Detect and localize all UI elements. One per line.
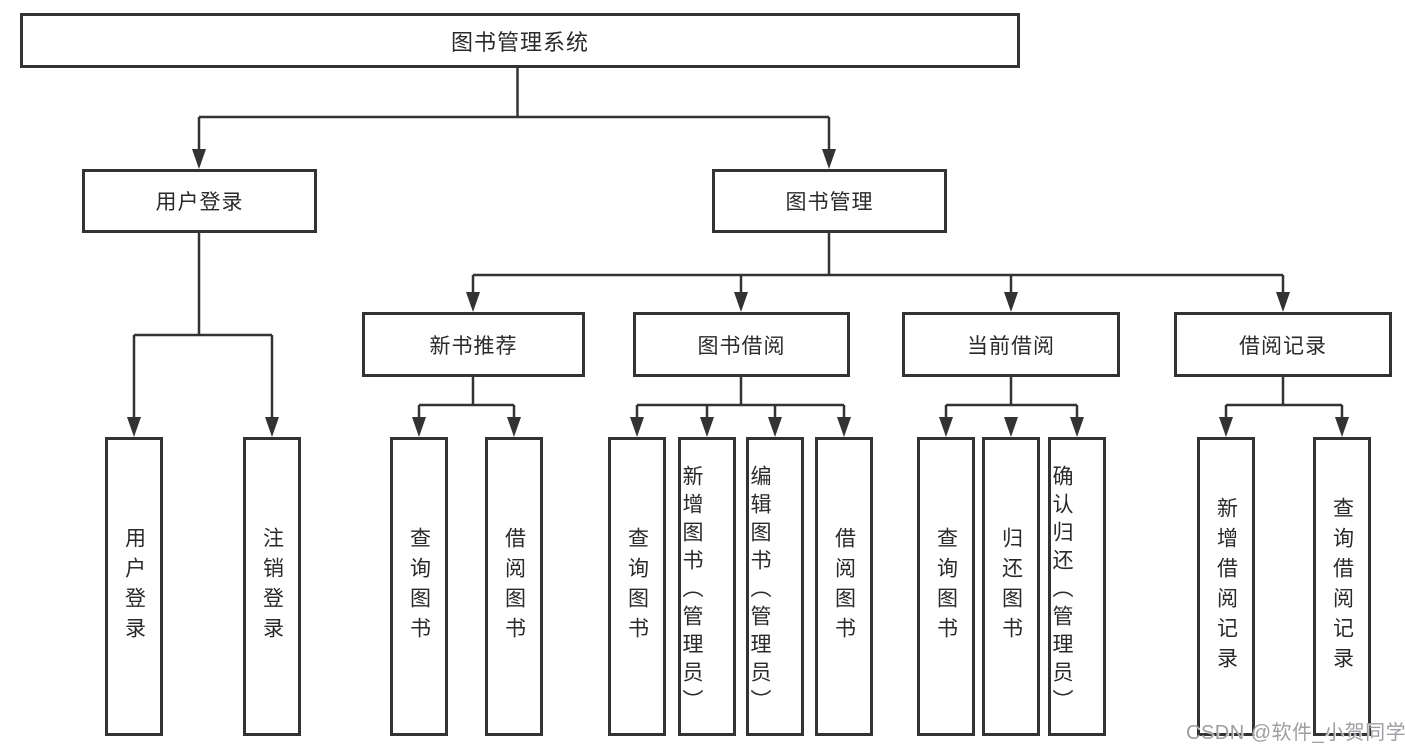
leaf-add-book-admin: 新增图书（管理员）	[678, 437, 736, 736]
node-borrow-records-label: 借阅记录	[1239, 334, 1327, 358]
node-book-borrow: 图书借阅	[633, 312, 850, 377]
node-book-borrow-label: 图书借阅	[697, 334, 786, 358]
leaf-edit-book-admin: 编辑图书（管理员）	[746, 437, 804, 736]
leaf-user-login: 用户登录	[105, 437, 163, 736]
csdn-watermark: CSDN @软件_小贺同学	[1186, 722, 1405, 744]
node-user-login-label: 用户登录	[155, 191, 244, 214]
node-new-book-recommend-label: 新书推荐	[429, 334, 518, 358]
node-book-management: 图书管理	[712, 169, 947, 233]
leaf-return-book: 归还图书	[982, 437, 1040, 736]
leaf-borrow-books: 借阅图书	[815, 437, 873, 736]
leaf-logout: 注销登录	[243, 437, 301, 736]
node-borrow-records: 借阅记录	[1174, 312, 1392, 377]
node-user-login: 用户登录	[82, 169, 317, 233]
leaf-query-borrow-record: 查询借阅记录	[1313, 437, 1371, 736]
leaf-borrow-books-recommend: 借阅图书	[485, 437, 543, 736]
leaf-add-borrow-record: 新增借阅记录	[1197, 437, 1255, 736]
node-library-system: 图书管理系统	[20, 13, 1020, 68]
leaf-query-books-current: 查询图书	[917, 437, 975, 736]
arrowheads	[127, 149, 1349, 437]
node-current-borrow-label: 当前借阅	[967, 334, 1055, 358]
node-book-management-label: 图书管理	[785, 191, 874, 214]
leaf-query-books-recommend: 查询图书	[390, 437, 448, 736]
node-current-borrow: 当前借阅	[902, 312, 1120, 377]
node-library-system-label: 图书管理系统	[450, 29, 589, 55]
leaf-query-books-borrow: 查询图书	[608, 437, 666, 736]
leaf-confirm-return-admin: 确认归还（管理员）	[1048, 437, 1106, 736]
node-new-book-recommend: 新书推荐	[362, 312, 585, 377]
